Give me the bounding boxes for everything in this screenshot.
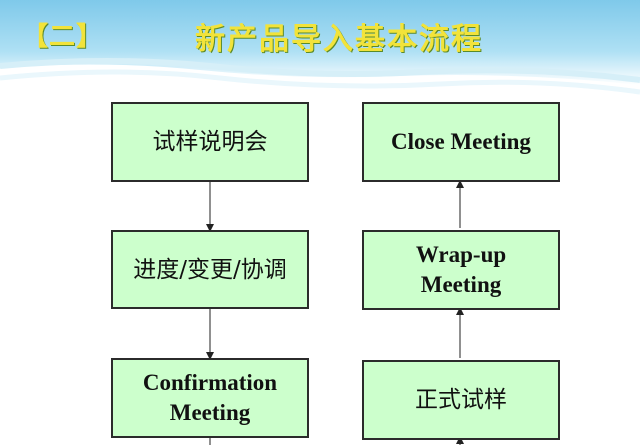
- flow-box-right-3: 正式试样: [362, 360, 560, 440]
- flow-box-right-2: Wrap-up Meeting: [362, 230, 560, 310]
- header-band-shape: [0, 0, 640, 95]
- flow-box-left-1: 试样说明会: [111, 102, 309, 182]
- flow-box-left-3: Confirmation Meeting: [111, 358, 309, 438]
- flow-box-left-2: 进度/变更/协调: [111, 230, 309, 309]
- flow-box-right-1: Close Meeting: [362, 102, 560, 182]
- section-tag: 【二】: [22, 22, 104, 52]
- slide-header: 【二】 新产品导入基本流程: [0, 0, 640, 110]
- slide-title: 新产品导入基本流程: [195, 22, 483, 57]
